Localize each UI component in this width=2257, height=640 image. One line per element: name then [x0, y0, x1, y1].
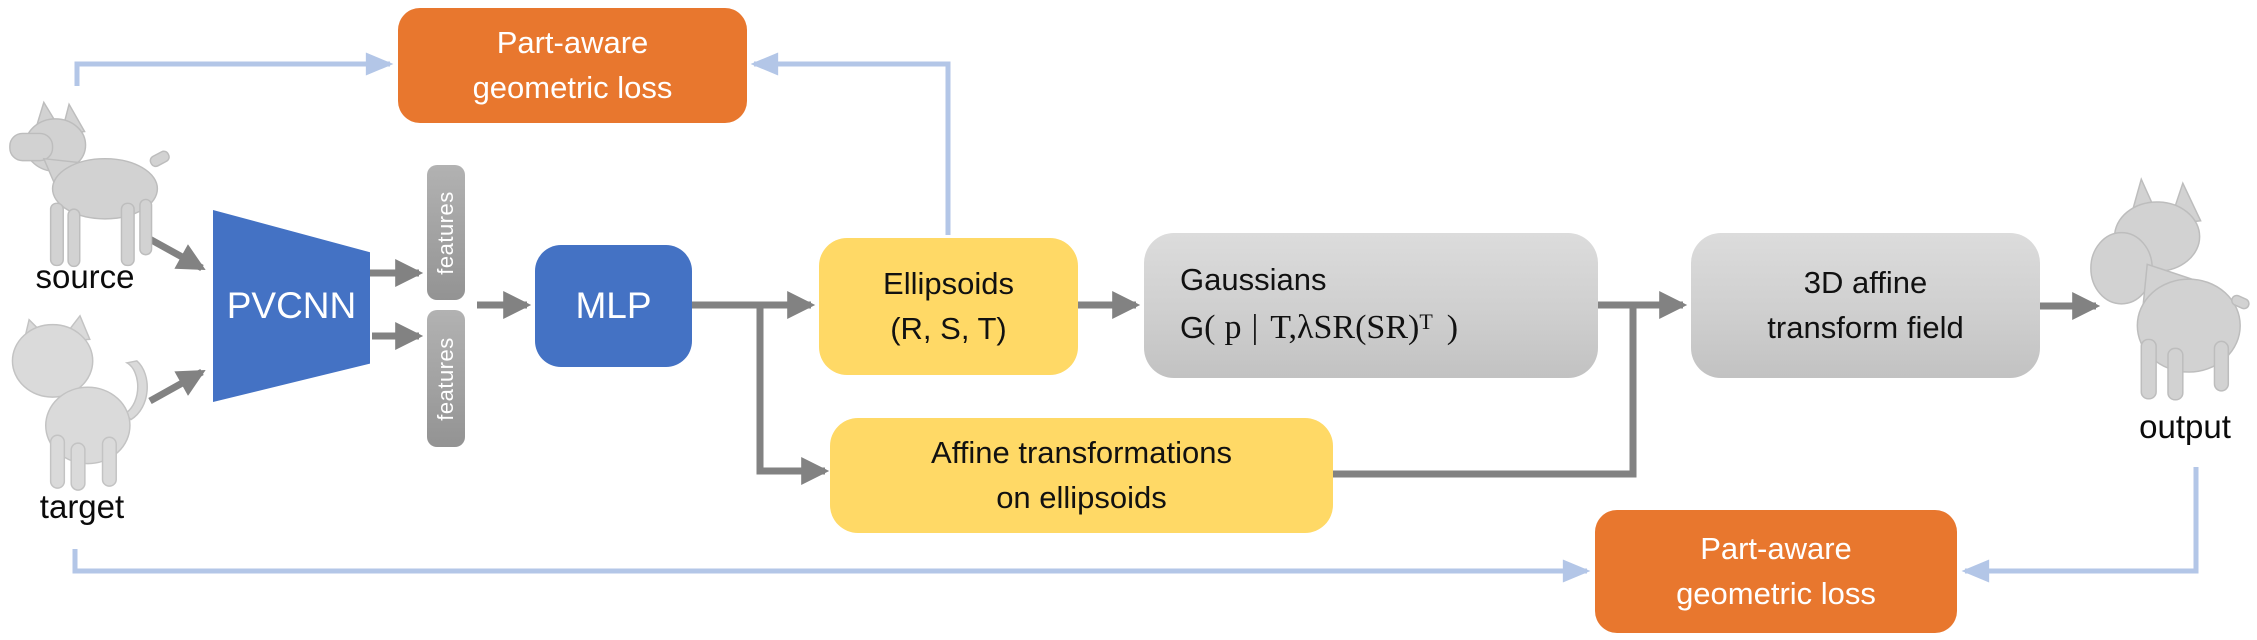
features-bottom-block: features: [427, 310, 465, 447]
gaussians-block: Gaussians G(p| T,λSR(SR)T): [1144, 233, 1598, 378]
top-part-aware-loss-box: Part-aware geometric loss: [398, 8, 747, 123]
arrow-target-to-pvcnn: [148, 368, 206, 405]
arrow-target-to-bottom-loss: [72, 549, 1591, 583]
mlp-label: MLP: [575, 285, 652, 326]
arrow-ellipsoids-to-top-loss: [750, 52, 951, 235]
top-loss-line2: geometric loss: [472, 69, 673, 105]
affine-transformations-block: Affine transformations on ellipsoids: [830, 418, 1333, 533]
formula-close-paren: ): [1446, 309, 1459, 347]
affine-transformations-line2: on ellipsoids: [996, 479, 1167, 515]
output-label: output: [2139, 408, 2231, 445]
transform-field-line2: transform field: [1767, 309, 1964, 345]
pvcnn-label: PVCNN: [226, 285, 357, 326]
arrow-source-to-pvcnn: [144, 233, 206, 272]
arrow-output-to-bottom-loss: [1961, 467, 2199, 583]
target-label: target: [39, 488, 125, 525]
formula-open-paren: (: [1204, 309, 1216, 347]
dog-mesh-icon: [9, 100, 170, 268]
transform-field-block: 3D affine transform field: [1691, 233, 2040, 378]
formula-bar: |: [1251, 309, 1259, 347]
ellipsoids-line1: Ellipsoids: [883, 265, 1014, 301]
gaussians-formula: G(p| T,λSR(SR)T): [1180, 303, 1458, 352]
arrow-source-to-top-loss: [74, 52, 394, 86]
features-bottom-label: features: [433, 336, 458, 421]
wire-affine-transformations-to-main-flow: [1333, 302, 1637, 478]
formula-params: T,λSR(SR): [1270, 309, 1420, 347]
source-label: source: [35, 258, 135, 295]
features-top-label: features: [433, 190, 458, 275]
flow-arrows: [144, 233, 2101, 485]
bottom-part-aware-loss-box: Part-aware geometric loss: [1595, 510, 1957, 633]
formula-arg: p: [1224, 309, 1242, 347]
cat-mesh-icon: [11, 314, 148, 491]
top-loss-line1: Part-aware: [496, 25, 649, 61]
mlp-block: MLP: [535, 245, 692, 367]
formula-func: G: [1180, 310, 1205, 346]
loss-arrows: [72, 52, 2199, 583]
ellipsoids-block: Ellipsoids (R, S, T): [819, 238, 1078, 375]
target-mesh-image: [0, 308, 160, 494]
formula-superscript: T: [1419, 309, 1433, 335]
ellipsoids-line2: (R, S, T): [890, 310, 1007, 346]
dog-mesh-icon: [2090, 177, 2250, 401]
arrow-branch-to-affine-transformations: [756, 305, 830, 485]
features-top-block: features: [427, 165, 465, 300]
source-mesh-image: [5, 88, 170, 274]
bottom-loss-line2: geometric loss: [1676, 575, 1876, 611]
transform-field-line1: 3D affine: [1803, 264, 1928, 300]
gaussians-title: Gaussians: [1180, 262, 1327, 298]
bottom-loss-line1: Part-aware: [1700, 531, 1852, 567]
affine-transformations-line1: Affine transformations: [931, 434, 1232, 470]
output-mesh-image: [2078, 175, 2256, 403]
